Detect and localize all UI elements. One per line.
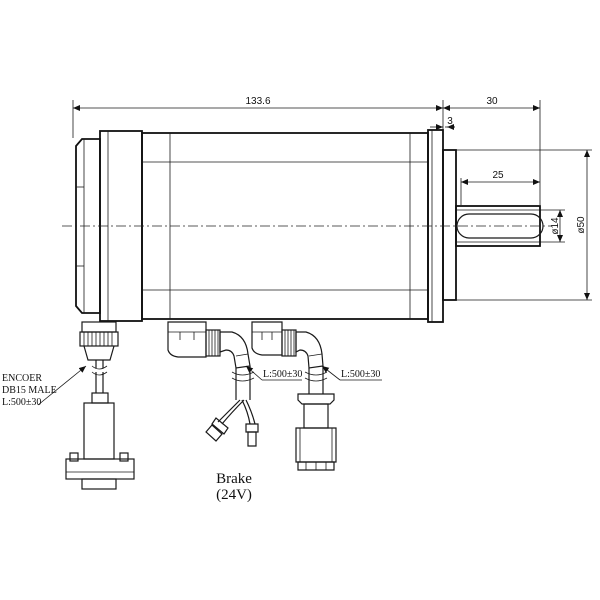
dim-length-label: 133.6	[245, 96, 270, 107]
dim-shaft-length-label: 30	[486, 96, 498, 107]
encoder-label-line2: DB15 MALE	[2, 385, 57, 396]
dim-shaft-diameter-label: ø14	[550, 217, 561, 235]
encoder-connector	[37, 321, 135, 490]
brake-cable-length: L:500±30	[263, 369, 302, 380]
power-cable-length: L:500±30	[341, 369, 380, 380]
power-connector	[251, 321, 382, 471]
brake-connector	[167, 321, 302, 447]
dimension-lines	[72, 100, 592, 301]
encoder-label-line3: L:500±30	[2, 397, 41, 408]
dim-flange-gap-label: 3	[447, 116, 453, 127]
brake-label: Brake	[216, 471, 252, 487]
encoder-label-line1: ENCOER	[2, 373, 42, 384]
brake-voltage-label: (24V)	[216, 487, 252, 503]
dim-key-length-label: 25	[492, 170, 504, 181]
dim-pilot-diameter-label: ø50	[576, 216, 587, 234]
